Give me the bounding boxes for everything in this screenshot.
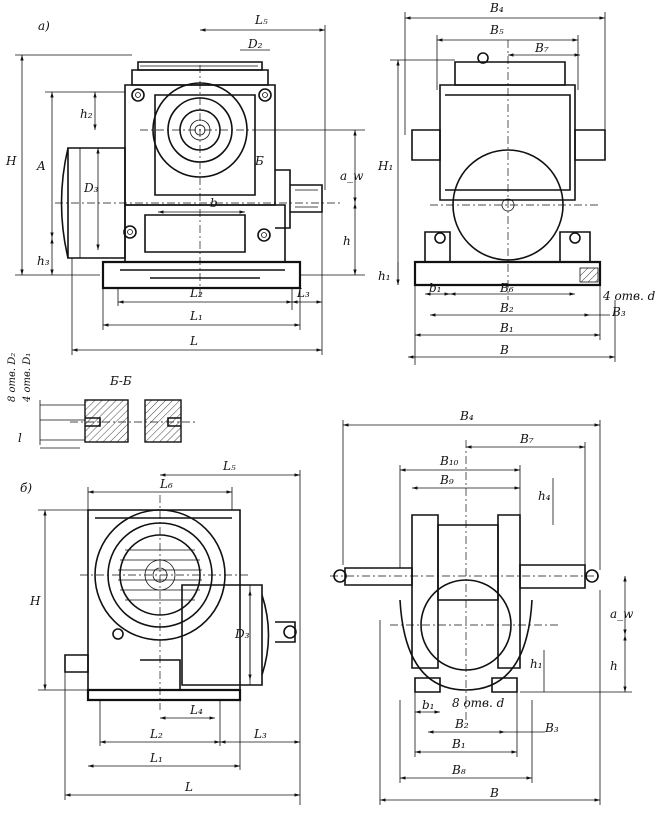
- dim-a-L5: L₅: [254, 13, 268, 27]
- dim-b-L2: L₂: [149, 727, 163, 741]
- dim-a-aw: a_w: [340, 169, 364, 183]
- caption-b: б): [20, 481, 32, 495]
- dim-a-D2: D₂: [247, 37, 263, 51]
- dim-as-B6: B₆: [499, 281, 514, 295]
- dim-as-B5: B₅: [489, 23, 504, 37]
- dim-sec-l: l: [18, 431, 22, 445]
- dim-as-B4: B₄: [489, 1, 504, 15]
- dim-as-H1: H₁: [377, 159, 393, 173]
- caption-a: а): [38, 19, 50, 33]
- dim-a-H: H: [5, 154, 17, 168]
- dim-a-h: h: [343, 234, 351, 248]
- note-sec-holes8: 8 отв. D₂: [7, 353, 18, 402]
- dim-b-L: L: [184, 780, 193, 794]
- view-b-side: B₄ B₇ B₁₀ B₉ h₄ a_w h h₁ 8 отв. d b₁ B₂: [330, 409, 634, 805]
- section-bb: Б-Б l 8 отв. D₂ 4 отв. D₁: [7, 353, 195, 449]
- dim-bs-h1: h₁: [530, 657, 543, 671]
- dim-b-L6: L₆: [159, 477, 173, 491]
- section-bb-title: Б-Б: [109, 374, 132, 388]
- section-mark-b: Б: [254, 154, 264, 168]
- note-bs-holes: 8 отв. d: [452, 696, 505, 710]
- dim-bs-B7: B₇: [519, 432, 534, 446]
- dim-a-L3: L₃: [296, 286, 310, 300]
- dim-a-L2: L₂: [189, 286, 203, 300]
- dim-bs-b1: b₁: [422, 698, 435, 712]
- dim-a-D3: D₃: [83, 181, 99, 195]
- note-sec-holes4: 4 отв. D₁: [22, 353, 33, 403]
- dim-bs-B1: B₁: [451, 737, 466, 751]
- dim-bs-B4: B₄: [459, 409, 474, 423]
- view-b-front: б) L₅ L₆: [20, 459, 301, 805]
- dim-bs-h4: h₄: [538, 489, 551, 503]
- dim-as-B1: B₁: [499, 321, 514, 335]
- view-a-side: B₄ B₅ B₇ H₁ h₁ b₁ B₆ 4 отв. d B₂ B₃ B₁: [377, 1, 656, 365]
- dim-a-L: L: [189, 334, 198, 348]
- note-as-holes: 4 отв. d: [602, 289, 656, 303]
- dim-b-L5: L₅: [222, 459, 236, 473]
- dim-a-h2: h₂: [80, 107, 93, 121]
- dim-b-L4: L₄: [189, 703, 203, 717]
- dim-bs-B: B: [489, 786, 499, 800]
- dim-a-h3: h₃: [37, 254, 50, 268]
- view-a-front: а): [5, 13, 365, 355]
- dim-a-L1: L₁: [189, 309, 203, 323]
- dim-as-B: B: [499, 343, 509, 357]
- dim-bs-B10: B₁₀: [439, 454, 459, 468]
- dim-bs-B2: B₂: [454, 717, 469, 731]
- dim-bs-B3: B₃: [544, 721, 559, 735]
- dim-b-H: H: [29, 594, 41, 608]
- dim-bs-h: h: [610, 659, 618, 673]
- dim-a-b: b: [210, 196, 218, 210]
- dim-bs-aw: a_w: [610, 607, 634, 621]
- dim-b-L1: L₁: [149, 751, 163, 765]
- dim-a-A: A: [36, 159, 46, 173]
- dim-b-L3: L₃: [253, 727, 267, 741]
- dim-bs-B8: B₈: [451, 763, 466, 777]
- dim-as-B2: B₂: [499, 301, 514, 315]
- dim-as-B3: B₃: [611, 305, 626, 319]
- dim-bs-B9: B₉: [439, 473, 454, 487]
- dim-as-b1: b₁: [429, 281, 442, 295]
- dim-b-D3: D₃: [234, 627, 250, 641]
- dim-as-B7: B₇: [534, 41, 549, 55]
- dim-as-h1: h₁: [378, 269, 391, 283]
